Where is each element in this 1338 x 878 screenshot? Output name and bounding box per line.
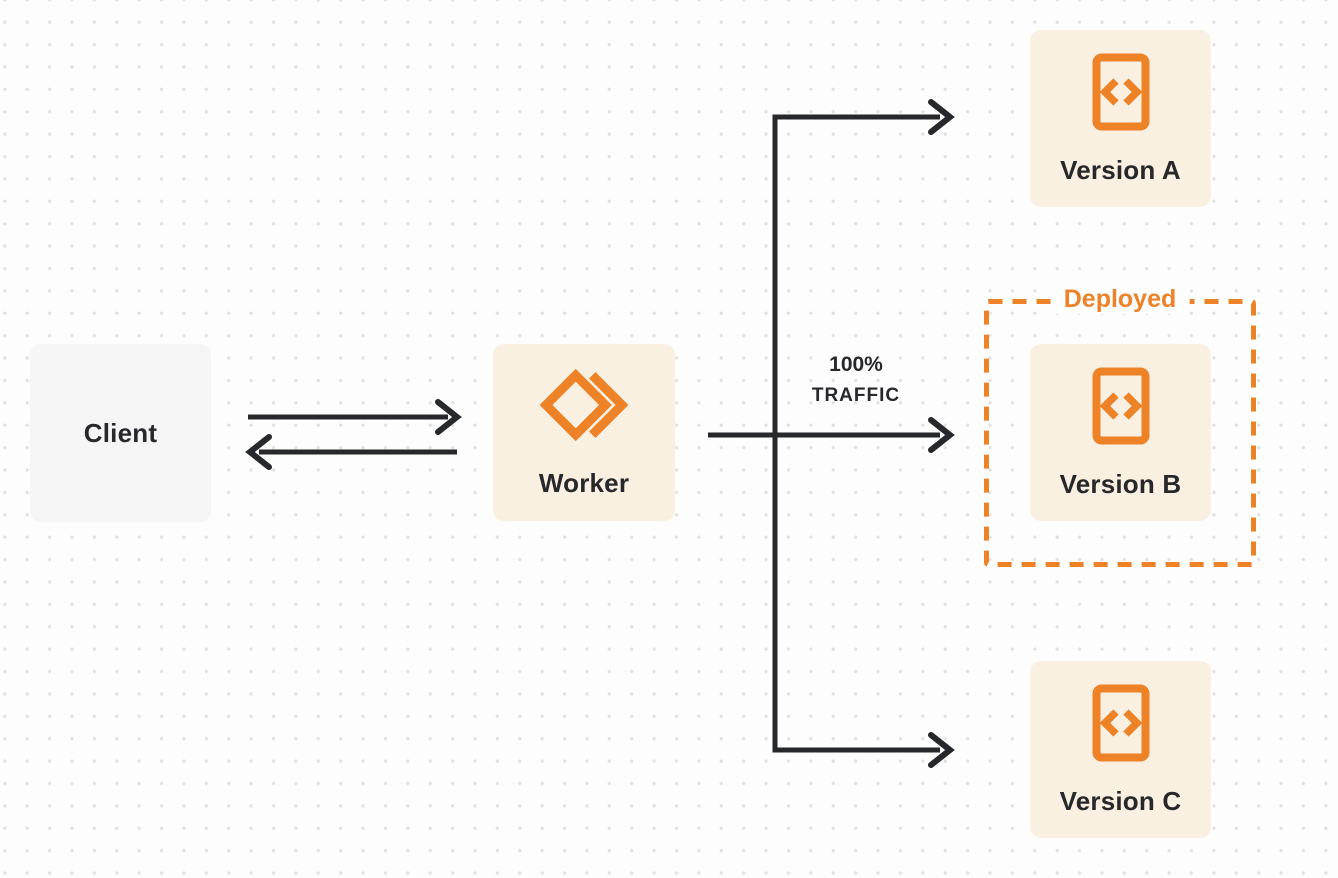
arrow-version-a-head: [928, 99, 955, 135]
client-label: Client: [83, 418, 158, 448]
arrow-worker-to-client-head: [245, 434, 272, 470]
arrow-traffic-head: [928, 417, 955, 453]
arrow-version-c-head: [928, 732, 955, 768]
deployed-frame: Deployed: [984, 284, 1256, 567]
code-file-icon: [1092, 367, 1149, 444]
version-c-label: Version C: [1059, 785, 1182, 816]
traffic-percent: 100%: [829, 353, 883, 376]
traffic-word: TRAFFIC: [811, 385, 901, 406]
worker-icon: [539, 368, 629, 442]
arrow-client-to-worker-head: [435, 399, 462, 435]
version-a-node: Version A: [1030, 30, 1211, 207]
branch-spine-and-top: [772, 114, 940, 753]
deployed-label: Deployed: [1050, 284, 1190, 314]
traffic-label: 100% TRAFFIC: [790, 352, 922, 409]
version-b-node: Version B: [1030, 344, 1211, 521]
version-b-label: Version B: [1059, 468, 1182, 499]
client-node: Client: [30, 344, 211, 522]
version-a-label: Version A: [1060, 154, 1181, 185]
version-c-node: Version C: [1030, 661, 1211, 838]
code-file-icon: [1092, 684, 1149, 761]
worker-label: Worker: [538, 468, 630, 498]
worker-node: Worker: [493, 344, 675, 521]
code-file-icon: [1092, 53, 1149, 130]
